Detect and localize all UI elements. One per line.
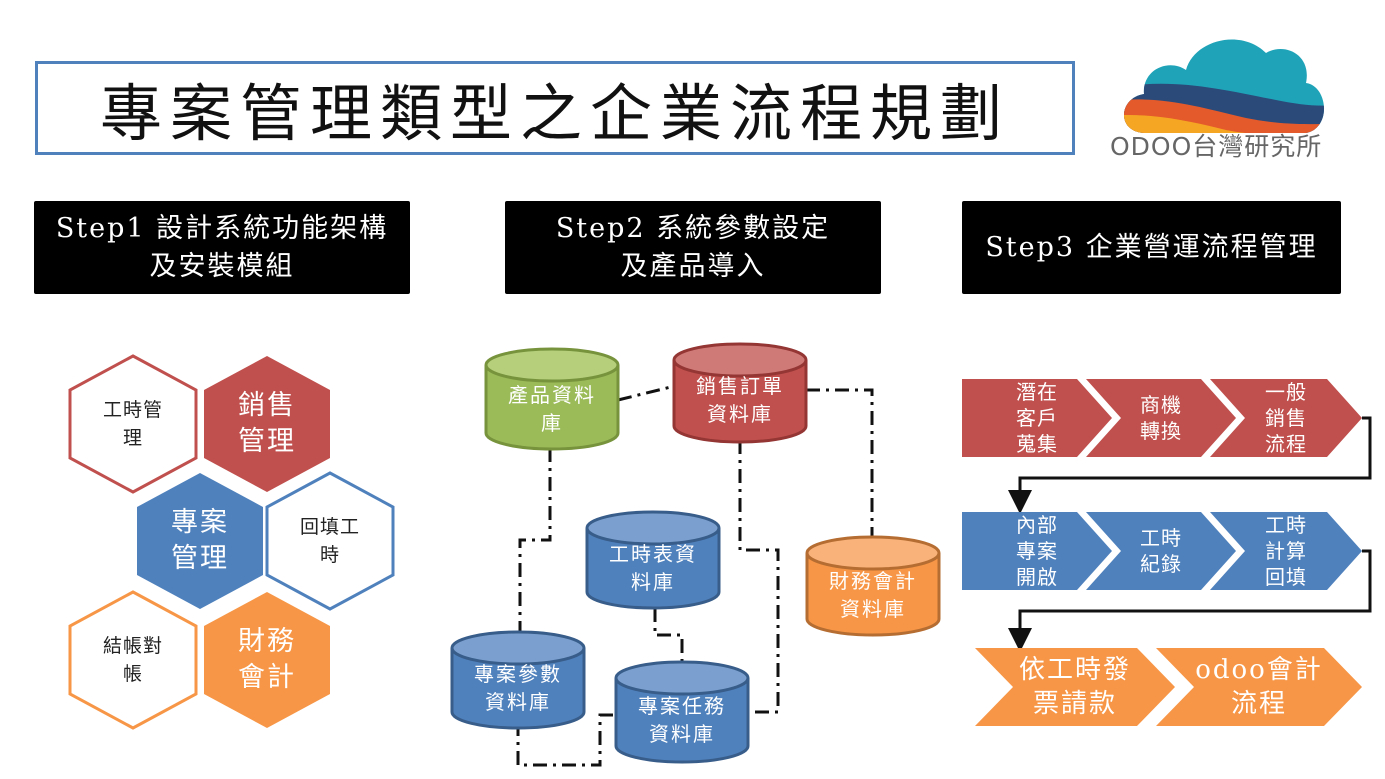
page-title: 專案管理類型之企業流程規劃 xyxy=(35,61,1075,155)
flow-step-label: 工時 紀錄 xyxy=(1140,526,1182,576)
db-label: 財務會計 資料庫 xyxy=(829,569,917,621)
flow-step-opportunity: 商機 轉換 xyxy=(1086,379,1236,457)
db-label: 專案任務 資料庫 xyxy=(638,694,726,746)
db-project-params: 專案參數 資料庫 xyxy=(450,630,586,730)
flow-step-time-calc: 工時 計算 回填 xyxy=(1210,512,1362,590)
db-accounting: 財務會計 資料庫 xyxy=(805,535,941,637)
flow-step-time-record: 工時 紀錄 xyxy=(1086,512,1236,590)
module-hex-accounting: 財務 會計 xyxy=(202,590,332,730)
flow-step-label: 工時 計算 回填 xyxy=(1265,513,1307,589)
module-hex-project: 專案 管理 xyxy=(135,471,265,611)
flow-step-label: 內部 專案 開啟 xyxy=(1016,513,1058,589)
db-sales-order: 銷售訂單 資料庫 xyxy=(672,342,808,444)
db-project-task: 專案任務 資料庫 xyxy=(614,660,750,764)
step2-header: Step2 系統參數設定 及產品導入 xyxy=(505,201,881,294)
module-hex-timesheet: 工時管 理 xyxy=(68,354,198,494)
flow-step-label: 潛在 客戶 蒐集 xyxy=(1016,380,1058,456)
module-label: 結帳對 帳 xyxy=(102,635,163,685)
odoo-logo xyxy=(1106,28,1356,168)
module-label: 銷售 管理 xyxy=(238,390,296,457)
module-label: 工時管 理 xyxy=(102,399,163,449)
db-label: 專案參數 資料庫 xyxy=(474,662,562,714)
module-label: 專案 管理 xyxy=(171,507,229,574)
flow-step-label: 依工時發 票請款 xyxy=(1018,655,1131,719)
flow-step-label: 商機 轉換 xyxy=(1140,393,1182,443)
flow-step-label: 一般 銷售 流程 xyxy=(1265,380,1307,456)
module-label: 回填工 時 xyxy=(299,516,360,566)
module-label: 財務 會計 xyxy=(238,626,296,693)
db-label: 銷售訂單 資料庫 xyxy=(696,374,784,426)
flow-step-label: odoo會計 流程 xyxy=(1195,655,1323,719)
step3-header: Step3 企業營運流程管理 xyxy=(962,201,1341,294)
db-label: 工時表資 料庫 xyxy=(609,542,697,594)
db-product: 產品資料 庫 xyxy=(484,347,620,451)
db-label: 產品資料 庫 xyxy=(508,383,596,435)
logo-text: ODOO台灣研究所 xyxy=(1110,132,1323,161)
flow-step-project-open: 內部 專案 開啟 xyxy=(962,512,1112,590)
module-hex-reconciliation: 結帳對 帳 xyxy=(68,590,198,730)
db-timesheet: 工時表資 料庫 xyxy=(585,510,721,610)
module-hex-sales: 銷售 管理 xyxy=(202,354,332,494)
flow-step-invoice: 依工時發 票請款 xyxy=(975,648,1175,726)
step1-header: Step1 設計系統功能架構 及安裝模組 xyxy=(34,201,410,294)
flow-step-lead-collection: 潛在 客戶 蒐集 xyxy=(962,379,1112,457)
flow-step-sales: 一般 銷售 流程 xyxy=(1210,379,1362,457)
module-hex-timesheet-fill: 回填工 時 xyxy=(265,471,395,611)
flow-step-odoo-accounting: odoo會計 流程 xyxy=(1156,648,1362,726)
